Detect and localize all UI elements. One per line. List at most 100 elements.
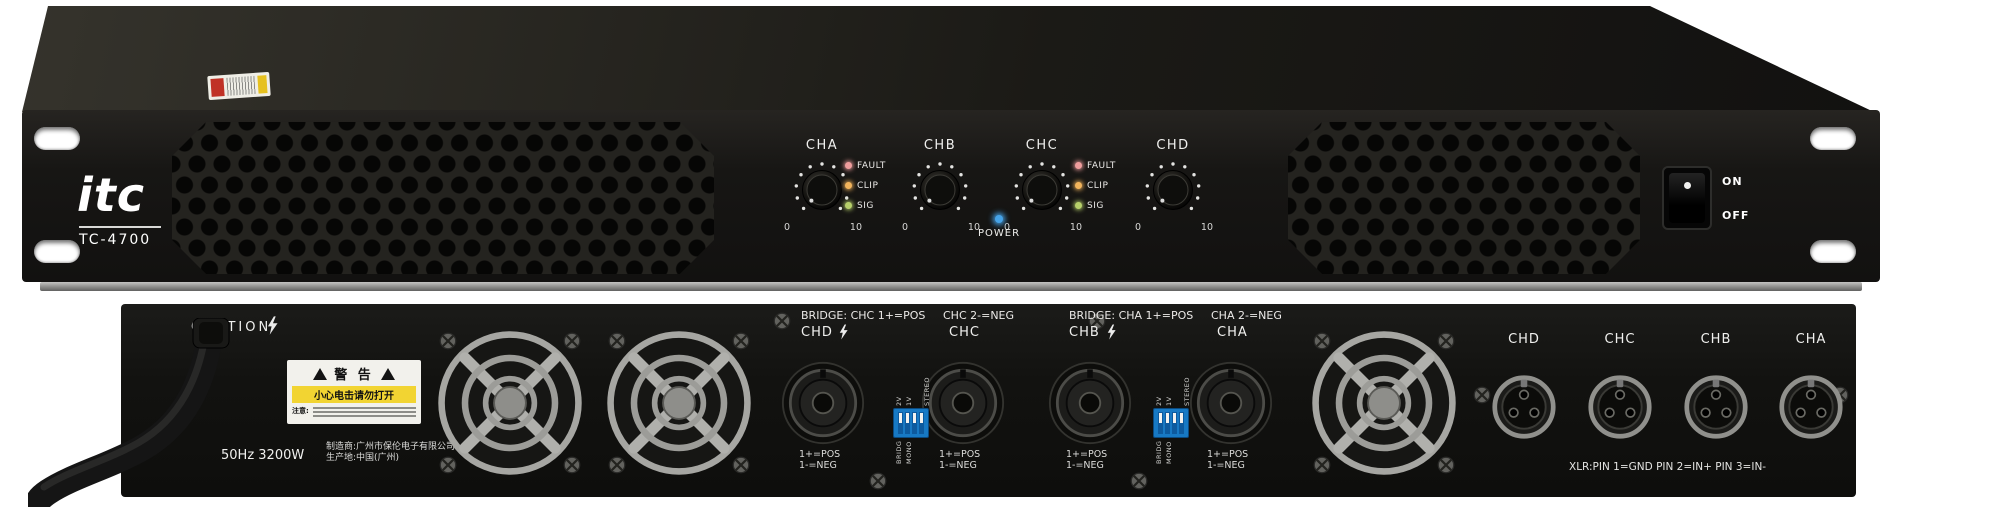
pin-assignment: 1+=POS 1-=NEG [1066,449,1108,471]
input-label-chc: CHC [1604,332,1636,347]
knob-max-label: 10 [967,222,980,233]
dip-switch-block[interactable] [1153,408,1189,438]
dip-label-stereo: STEREO [923,377,931,406]
output-label-cha: CHA [1217,325,1248,340]
power-rating-label: 50Hz 3200W [221,448,305,463]
knob-min-label: 0 [1135,222,1142,233]
dip-label-stereo: STEREO [1183,377,1191,406]
clip-led-icon [1075,182,1082,189]
led-indicator-group: FAULT CLIP SIG [845,160,917,211]
screw-icon [563,456,581,474]
power-cable [28,318,230,507]
power-label: POWER [977,228,1021,239]
rack-mount-hole [1810,240,1856,263]
channel-label: CHB [923,138,957,153]
dip-label-1v: 1V [905,396,913,406]
xlr-pinout-note: XLR:PIN 1=GND PIN 2=IN+ PIN 3=IN- [1569,461,1767,473]
led-label: CLIP [1087,180,1109,191]
screw-icon [1313,456,1331,474]
switch-on-label: ON [1722,175,1743,188]
manufacturer-line: 生产地:中国(广州) [326,453,400,463]
warning-note-label: 注意: [292,407,309,415]
input-label-cha: CHA [1795,332,1827,347]
power-rocker[interactable] [1669,173,1705,223]
dip-switch-block[interactable] [893,408,929,438]
sticker-red-block [210,78,225,97]
lightning-bolt-icon [267,316,278,335]
knob-min-label: 0 [902,222,909,233]
bridge-label: CHA 2-=NEG [1211,309,1282,322]
screw-icon [732,456,750,474]
output-label-chc: CHC [949,325,980,340]
dip-label-mono: MONO [905,441,913,464]
gain-knob-cha[interactable] [792,160,852,220]
channel-label: CHC [1025,138,1059,153]
speakon-connector-chd [781,361,865,445]
manufacturer-line: 制造商:广州市保伦电子有限公司 [326,442,456,452]
xlr-connector-chb [1683,374,1749,440]
knob-max-label: 10 [1200,222,1213,233]
lightning-bolt-icon [839,324,848,340]
screw-icon [608,456,626,474]
warning-title: 警 告 [334,368,374,383]
channel-d-block: CHD 0 10 [1133,138,1213,238]
warning-triangle-icon [313,367,328,380]
screw-icon [439,456,457,474]
screw-icon [869,472,887,490]
rocker-dot [1684,182,1691,189]
dip-label-mono: MONO [1165,441,1173,464]
gain-knob-chd[interactable] [1143,160,1203,220]
channel-label: CHD [1156,138,1190,153]
gain-knob-chb[interactable] [910,160,970,220]
bridge-label: CHC 2-=NEG [943,309,1015,322]
output-label-chd: CHD [801,325,833,340]
speakon-connector-chc [921,361,1005,445]
bridge-label: BRIDGE: CHC 1+=POS [801,309,926,322]
brand-logo: itc [77,168,146,222]
screw-icon [1313,332,1331,350]
pin-assignment: 1+=POS 1-=NEG [799,449,841,471]
fault-led-icon [1075,162,1082,169]
knob-min-label: 0 [784,222,791,233]
input-label-chb: CHB [1700,332,1732,347]
led-label: CLIP [857,180,879,191]
xlr-connector-chc [1587,374,1653,440]
led-label: SIG [1087,200,1104,211]
power-led-icon [995,215,1003,223]
warning-fine-print [312,406,416,417]
switch-off-label: OFF [1722,209,1750,222]
xlr-connector-chd [1491,374,1557,440]
screw-icon [732,332,750,350]
sig-led-icon [1075,202,1082,209]
screw-icon [608,332,626,350]
sticker-yellow-block [257,75,268,94]
ventilation-grille-left [172,122,714,274]
rack-mount-hole [34,240,80,263]
gain-knob-chc[interactable] [1012,160,1072,220]
channel-b-block: CHB 0 10 [900,138,980,238]
power-switch[interactable] [1662,166,1712,230]
sig-led-icon [845,202,852,209]
lightning-bolt-icon [1107,324,1116,340]
led-label: SIG [857,200,874,211]
screw-icon [773,312,791,330]
dip-label-bridge: BRIDG [1155,440,1163,464]
certification-sticker-icon [207,71,271,101]
sticker-barcode [226,75,256,96]
pin-assignment: 1+=POS 1-=NEG [939,449,981,471]
warning-subtitle: 小心电击请勿打开 [292,386,416,403]
screw-icon [1437,332,1455,350]
dip-label-2v: 2V [1155,396,1163,406]
channel-c-block: CHC 0 10 [1002,138,1082,238]
model-number: TC-4700 [79,226,161,248]
screw-icon [1437,456,1455,474]
screw-icon [1473,386,1491,404]
clip-led-icon [845,182,852,189]
bottom-rail [40,282,1862,291]
channel-a-block: CHA 0 10 [782,138,862,238]
input-label-chd: CHD [1508,332,1540,347]
screw-icon [439,332,457,350]
xlr-connector-cha [1778,374,1844,440]
dip-label-bridge: BRIDG [895,440,903,464]
